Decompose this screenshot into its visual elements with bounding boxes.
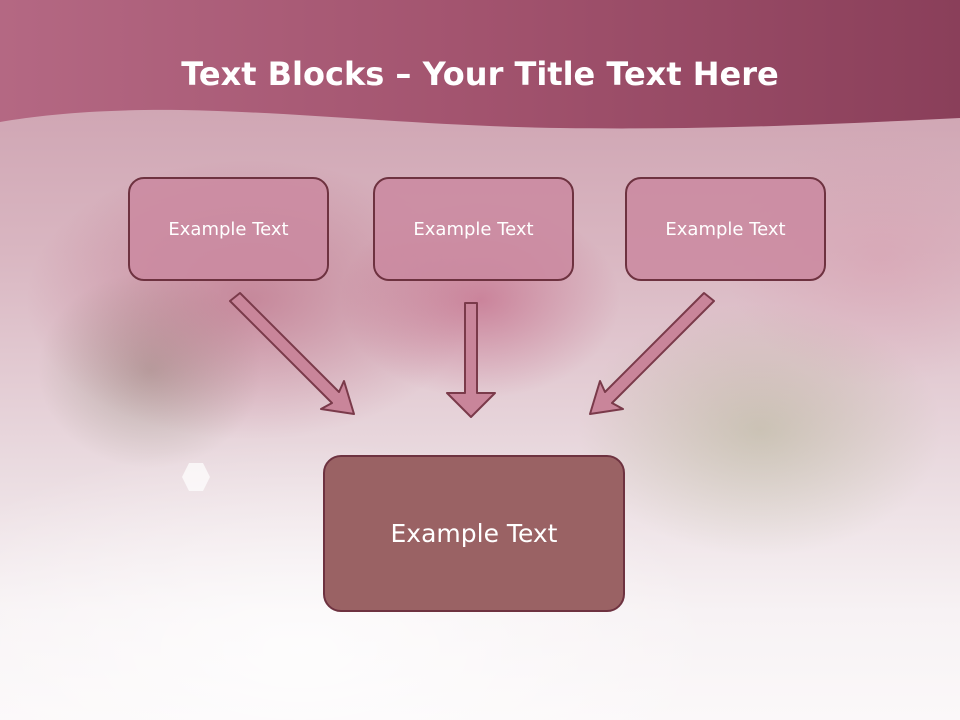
target-block[interactable]: Example Text — [323, 455, 625, 612]
arrow-center — [446, 302, 496, 418]
text-block-3[interactable]: Example Text — [625, 177, 826, 281]
arrow-left — [229, 292, 355, 415]
title-bold: Text Blocks — [181, 55, 385, 93]
arrow-right — [589, 292, 715, 415]
text-block-1[interactable]: Example Text — [128, 177, 329, 281]
header-banner — [0, 0, 960, 129]
title-rest: – Your Title Text Here — [384, 55, 779, 93]
slide-title: Text Blocks – Your Title Text Here — [0, 55, 960, 93]
bokeh-highlight — [182, 463, 210, 491]
text-block-2[interactable]: Example Text — [373, 177, 574, 281]
